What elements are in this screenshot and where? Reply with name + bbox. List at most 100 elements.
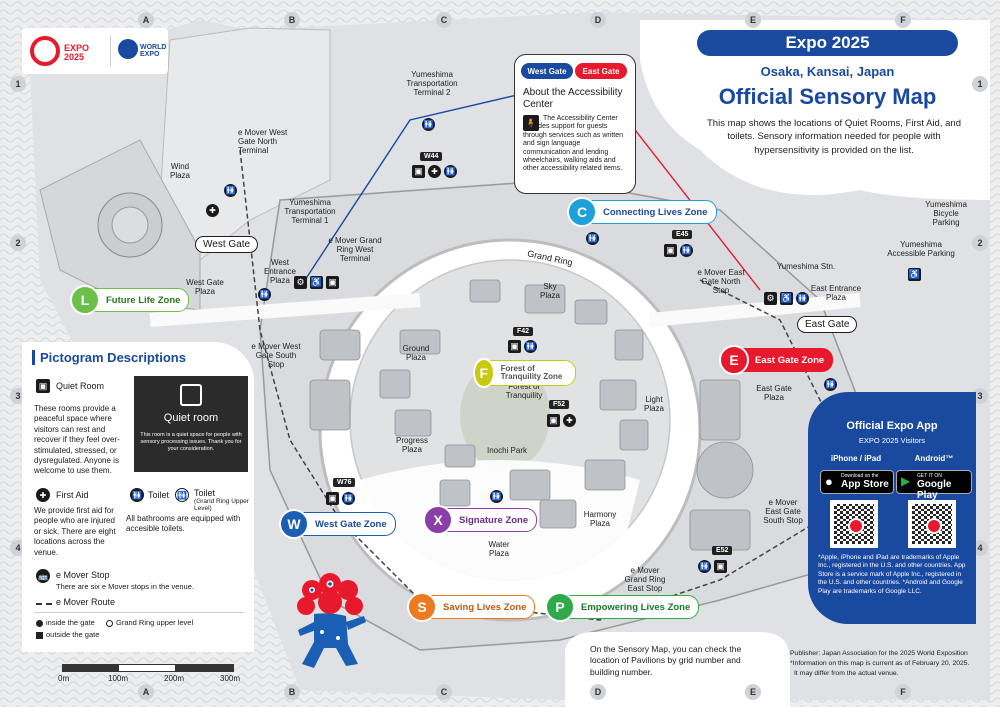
zone-west-gate[interactable]: W West Gate Zone <box>279 509 396 539</box>
first-aid-icon[interactable]: ✚ <box>563 414 576 427</box>
toilet-icon[interactable]: 🚻 <box>680 244 693 257</box>
east-gate-tag: East Gate <box>575 63 627 79</box>
sensory-note: On the Sensory Map, you can check the lo… <box>590 644 742 677</box>
grid-col-f-top: F <box>895 12 911 28</box>
label-east-entrance-plaza: East Entrance Plaza <box>810 284 862 303</box>
quiet-room-sign-icon <box>180 384 202 406</box>
west-gate-bubble[interactable]: West Gate <box>195 236 259 253</box>
toilet-icon[interactable]: 🚻 <box>342 492 355 505</box>
zone-future-life-badge: L <box>70 285 100 315</box>
stop-f52[interactable]: F52 <box>549 400 570 409</box>
zone-saving-lives[interactable]: S Saving Lives Zone <box>407 592 536 622</box>
toilet-icon[interactable]: 🚻 <box>824 378 837 391</box>
inside-gate-dot <box>36 620 43 627</box>
grid-row-4-right: 4 <box>972 540 988 556</box>
scale-label-0: 0m <box>58 674 70 683</box>
world-expo-logo <box>118 39 138 59</box>
zone-connecting-lives-badge: C <box>567 197 597 227</box>
stop-w76[interactable]: W76 <box>333 478 356 487</box>
east-gate-bubble[interactable]: East Gate <box>797 316 858 333</box>
first-aid-icon[interactable]: ✚ <box>428 165 441 178</box>
stop-f42[interactable]: F42 <box>513 327 534 336</box>
zone-forest-label: Forest of Tranquility Zone <box>500 363 563 381</box>
toilet-icon[interactable]: 🚻 <box>698 560 711 573</box>
first-aid-icon[interactable]: ✚ <box>206 204 219 217</box>
zone-signature[interactable]: X Signature Zone <box>423 505 538 535</box>
toilet-icon[interactable]: 🚻 <box>422 118 435 131</box>
apple-icon: ● <box>825 474 833 489</box>
quiet-room-icon[interactable]: ▣ <box>664 244 677 257</box>
zone-signature-badge: X <box>423 505 453 535</box>
expo-logo-text: EXPO 2025 <box>64 43 90 62</box>
grid-row-1-right: 1 <box>972 76 988 92</box>
accessibility-center-icon[interactable]: ⚙ <box>764 292 777 305</box>
stop-e45[interactable]: E45 <box>672 230 693 239</box>
label-ground-plaza: Ground Plaza <box>402 344 430 363</box>
grid-col-a-top: A <box>138 12 154 28</box>
qr-code-ios[interactable] <box>830 500 878 548</box>
android-label: Android™ <box>914 454 954 463</box>
quiet-room-icon[interactable]: ▣ <box>508 340 521 353</box>
app-store-button[interactable]: ● Download on the App Store <box>820 470 894 494</box>
quiet-room-icon[interactable]: ♿ <box>908 268 921 281</box>
quiet-room-sign: Quiet room This room is a quiet space fo… <box>134 376 248 472</box>
divider <box>34 612 244 613</box>
grid-col-c-bottom: C <box>436 684 452 700</box>
stop-e52[interactable]: E52 <box>712 546 733 555</box>
quiet-room-icon[interactable]: ▣ <box>714 560 727 573</box>
label-emover-east-south: e Mover East Gate South Stop <box>763 498 803 526</box>
quiet-room-icon[interactable]: ▣ <box>547 414 560 427</box>
toilet-icon[interactable]: 🚻 <box>258 288 271 301</box>
emover-route-heading: e Mover Route <box>56 597 116 607</box>
zone-future-life[interactable]: L Future Life Zone <box>70 285 190 315</box>
google-play-icon: ▶ <box>901 474 911 488</box>
qr-code-android[interactable] <box>908 500 956 548</box>
label-harmony-plaza: Harmony Plaza <box>583 510 617 529</box>
zone-empowering-lives[interactable]: P Empowering Lives Zone <box>545 592 700 622</box>
wheelchair-icon[interactable]: ♿ <box>780 292 793 305</box>
label-west-entrance-plaza: West Entrance Plaza <box>263 258 297 286</box>
zone-connecting-lives[interactable]: C Connecting Lives Zone <box>567 197 717 227</box>
label-light-plaza: Light Plaza <box>643 395 664 414</box>
label-wind-plaza: Wind Plaza <box>169 162 190 181</box>
label-inochi-park: Inochi Park <box>486 446 528 455</box>
grid-col-b-top: B <box>284 12 300 28</box>
label-east-gate-plaza: East Gate Plaza <box>756 384 792 403</box>
google-play-button[interactable]: ▶ GET IT ON Google Play <box>896 470 972 501</box>
accessibility-box: West Gate East Gate About the Accessibil… <box>514 54 636 194</box>
zone-east-gate[interactable]: E East Gate Zone <box>719 345 834 375</box>
toilet-icon[interactable]: 🚻 <box>444 165 457 178</box>
accessibility-center-icon[interactable]: ⚙ <box>294 276 307 289</box>
toilet-icon[interactable]: 🚻 <box>524 340 537 353</box>
grid-col-c-top: C <box>436 12 452 28</box>
quiet-room-icon[interactable]: ▣ <box>326 276 339 289</box>
zone-connecting-lives-label: Connecting Lives Zone <box>603 206 708 218</box>
quiet-room-icon[interactable]: ▣ <box>412 165 425 178</box>
grid-col-e-bottom: E <box>745 684 761 700</box>
title-bar: Expo 2025 <box>697 30 958 56</box>
label-accessible-parking: Yumeshima Accessible Parking <box>887 240 955 259</box>
toilet-icon[interactable]: 🚻 <box>224 184 237 197</box>
toilet-icon[interactable]: 🚻 <box>796 292 809 305</box>
wheelchair-icon[interactable]: ♿ <box>310 276 323 289</box>
label-emover-west-north: e Mover West Gate North Terminal <box>238 128 288 156</box>
zone-future-life-label: Future Life Zone <box>106 294 181 306</box>
label-bicycle-parking: Yumeshima Bicycle Parking <box>925 200 967 228</box>
qr-logo <box>848 518 864 534</box>
zone-empowering-lives-label: Empowering Lives Zone <box>581 601 691 613</box>
scale-bar <box>62 664 234 672</box>
label-water-plaza: Water Plaza <box>488 540 510 559</box>
label-emover-east-north: e Mover East Gate North Stop <box>697 268 745 296</box>
emover-stop-heading: e Mover Stop <box>56 570 110 580</box>
zone-forest-of-tranquility[interactable]: F Forest of Tranquility Zone <box>473 358 576 388</box>
quiet-room-icon[interactable]: ▣ <box>326 492 339 505</box>
stop-w44[interactable]: W44 <box>420 152 443 161</box>
location-text: Osaka, Kansai, Japan <box>760 64 895 79</box>
outside-gate-square <box>36 632 43 639</box>
toilet-icon[interactable]: 🚻 <box>586 232 599 245</box>
label-emover-grand-west: e Mover Grand Ring West Terminal <box>328 236 382 264</box>
app-store-text: App Store <box>841 479 889 490</box>
info-differ-text: It may differ from the actual venue. <box>794 670 899 677</box>
toilet-icon[interactable]: 🚻 <box>490 490 503 503</box>
zone-east-gate-badge: E <box>719 345 749 375</box>
